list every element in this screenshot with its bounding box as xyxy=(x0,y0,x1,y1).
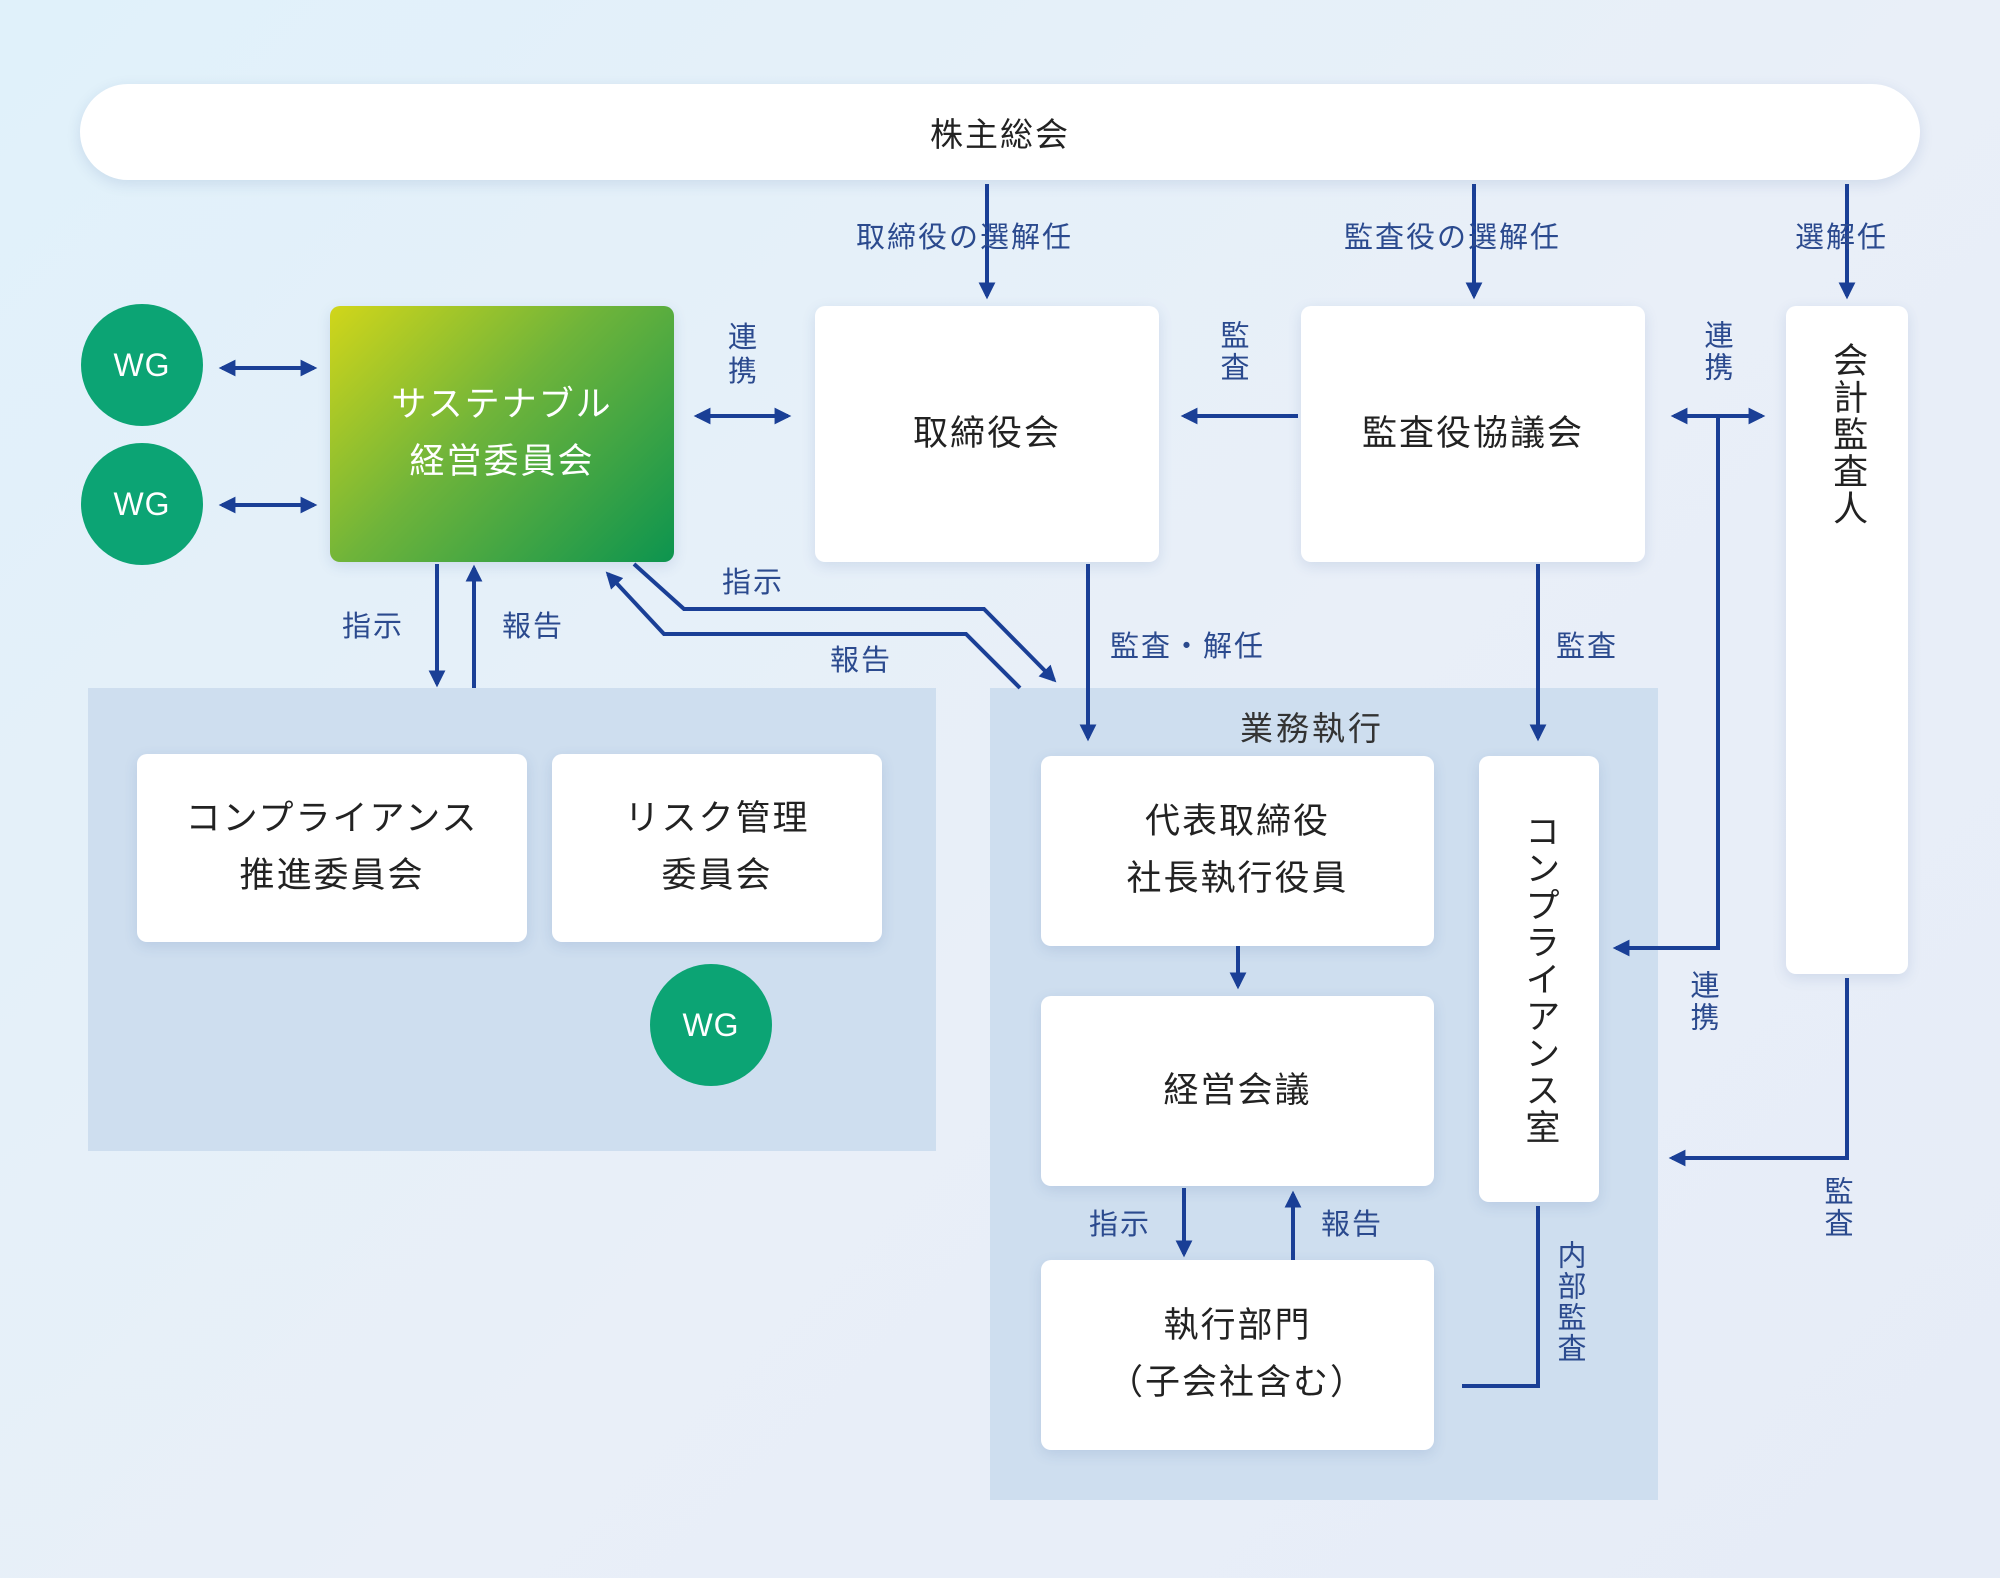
label-audit-exec: 監査 xyxy=(1820,1176,1854,1240)
label-audit-dismiss: 監査・解任 xyxy=(1110,629,1266,663)
label-audit-board: 監査 xyxy=(1216,320,1250,384)
risk-committee-line-2: 委員会 xyxy=(661,856,773,896)
board-label: 取締役会 xyxy=(912,413,1061,454)
line-report-exec xyxy=(605,571,1022,690)
wg-circle-2: WG xyxy=(81,443,203,565)
compliance-office: コンプライアンス室 xyxy=(1479,756,1599,1202)
president-ceo: 代表取締役 社長執行役員 xyxy=(1041,756,1434,946)
compliance-committee: コンプライアンス 推進委員会 xyxy=(137,754,527,942)
label-report-exec: 報告 xyxy=(830,643,893,677)
compliance-committee-line-1: コンプライアンス xyxy=(185,799,479,839)
label-instruct-dept: 指示 xyxy=(1089,1207,1152,1241)
line-instruct-exec xyxy=(632,562,1057,683)
audit-committee: 監査役協議会 xyxy=(1301,306,1645,562)
mgmt-meeting-label: 経営会議 xyxy=(1163,1070,1312,1111)
departments-line-2: （子会社含む） xyxy=(1107,1363,1367,1403)
label-accountant-election: 選解任 xyxy=(1795,220,1889,254)
label-report-committees: 報告 xyxy=(502,609,565,643)
sustainability-line-1: サステナブル xyxy=(391,385,613,425)
risk-committee: リスク管理 委員会 xyxy=(552,754,882,942)
business-execution-label: 業務執行 xyxy=(1240,709,1384,748)
label-report-dept: 報告 xyxy=(1321,1207,1384,1241)
executive-departments: 執行部門 （子会社含む） xyxy=(1041,1260,1434,1450)
auditors-label: 監査役協議会 xyxy=(1361,413,1584,454)
ceo-line-1: 代表取締役 xyxy=(1144,802,1330,842)
board-of-directors: 取締役会 xyxy=(815,306,1159,562)
line-internal-audit xyxy=(1462,1206,1540,1388)
compliance-office-label: コンプライアンス室 xyxy=(1519,812,1560,1146)
label-internal-audit: 内部監査 xyxy=(1553,1240,1587,1364)
label-link-compliance: 連携 xyxy=(1686,970,1720,1034)
wg-circle-3: WG xyxy=(650,964,772,1086)
departments-line-1: 執行部門 xyxy=(1163,1306,1312,1346)
sustainability-committee: サステナブル 経営委員会 xyxy=(330,306,674,562)
label-instruct-committees: 指示 xyxy=(342,609,405,643)
accounting-auditor: 会計監査人 xyxy=(1786,306,1908,974)
risk-committee-line-1: リスク管理 xyxy=(624,799,810,839)
management-meeting: 経営会議 xyxy=(1041,996,1434,1186)
label-link-auditors-accountant: 連携 xyxy=(1700,320,1734,384)
shareholders-meeting: 株主総会 xyxy=(80,84,1920,180)
accountant-label: 会計監査人 xyxy=(1827,342,1868,527)
sustainability-line-2: 経営委員会 xyxy=(409,442,595,482)
label-instruct-exec: 指示 xyxy=(722,565,785,599)
compliance-committee-line-2: 推進委員会 xyxy=(239,856,425,896)
ceo-line-2: 社長執行役員 xyxy=(1126,859,1349,899)
line-link-compliance xyxy=(1612,416,1720,957)
label-auditor-election: 監査役の選解任 xyxy=(1344,220,1562,254)
line-accountant-audit xyxy=(1668,978,1849,1167)
label-audit-compliance: 監査 xyxy=(1556,629,1619,663)
wg-circle-1: WG xyxy=(81,304,203,426)
label-director-election: 取締役の選解任 xyxy=(856,220,1074,254)
label-link-sustain-board: 連携 xyxy=(728,320,760,388)
